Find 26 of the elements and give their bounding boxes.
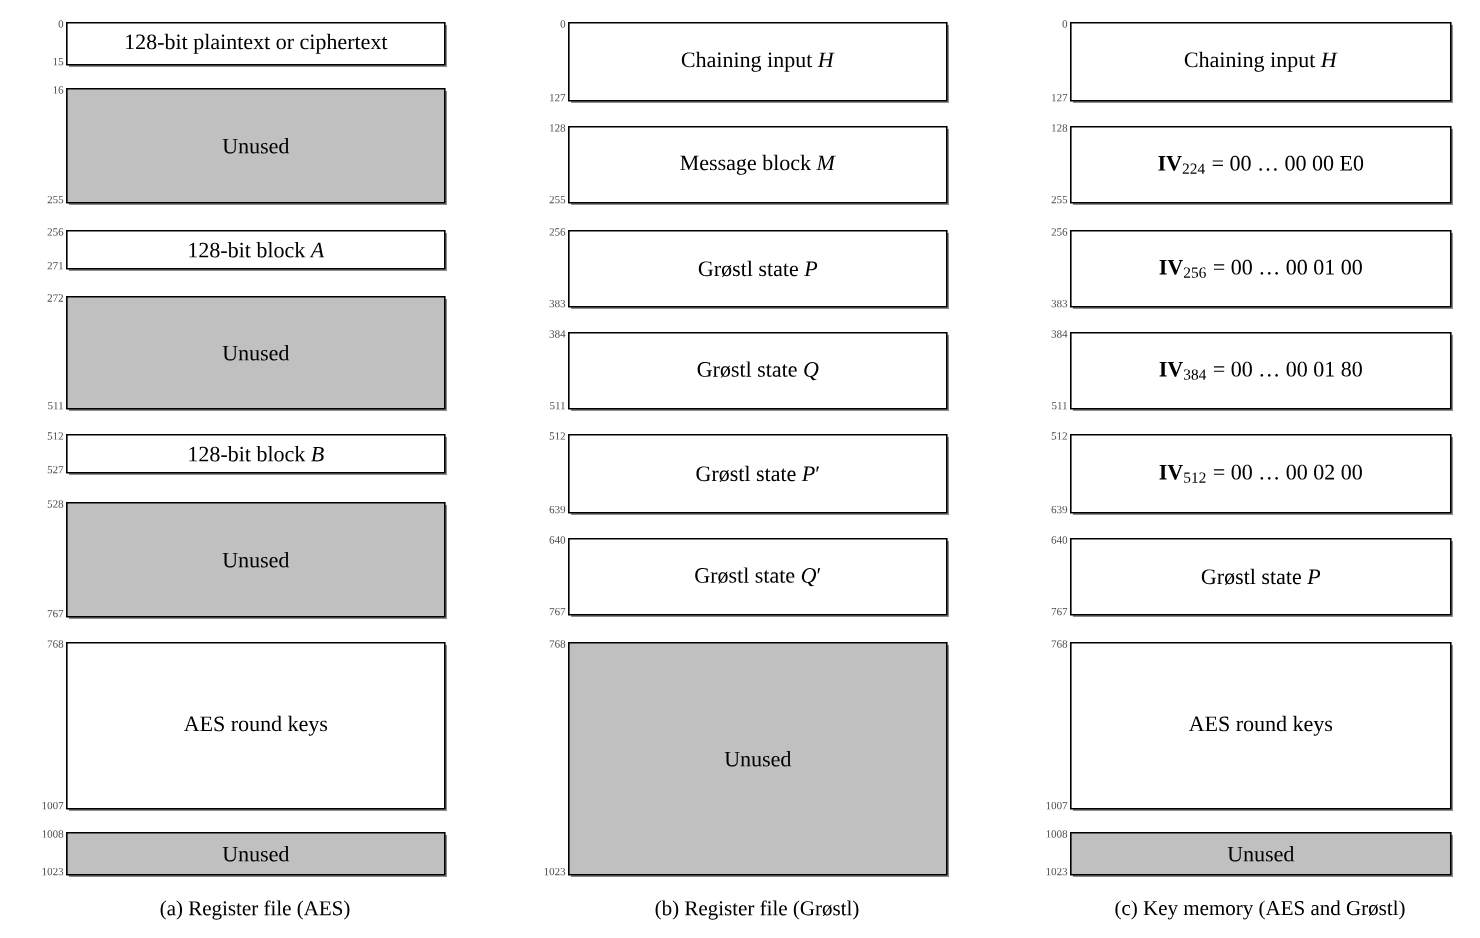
- memory-block: Grøstl state Q: [568, 332, 949, 411]
- caption: (b) Register file (Grøstl): [655, 900, 859, 920]
- memory-block: IV$_{384}$ = 00 … 00 01 80: [1070, 332, 1453, 411]
- caption: (a) Register file (AES): [160, 900, 350, 920]
- memory-block: Chaining input H: [1070, 22, 1453, 103]
- caption: (c) Key memory (AES and Grøstl): [1115, 900, 1405, 920]
- memory-block: Unused: [66, 832, 447, 877]
- memory-block: Unused: [568, 642, 949, 877]
- memory-block: AES round keys: [66, 642, 447, 811]
- memory-block: 128-bit block B: [66, 434, 447, 475]
- memory-block: Chaining input H: [568, 22, 949, 103]
- memory-block: IV$_{512}$ = 00 … 00 02 00: [1070, 434, 1453, 515]
- memory-block: Grøstl state P′: [568, 434, 949, 515]
- memory-block: Unused: [66, 296, 447, 411]
- memory-block: 128-bit plaintext or ciphertext: [66, 22, 447, 67]
- memory-block: Unused: [1070, 832, 1453, 877]
- memory-block: Grøstl state P: [1070, 538, 1453, 617]
- memory-block: IV$_{224}$ = 00 … 00 00 E0: [1070, 126, 1453, 205]
- memory-block: Grøstl state P: [568, 230, 949, 309]
- memory-block: Grøstl state Q′: [568, 538, 949, 617]
- memory-block: AES round keys: [1070, 642, 1453, 811]
- memory-block: IV$_{256}$ = 00 … 00 01 00: [1070, 230, 1453, 309]
- memory-block: Message block M: [568, 126, 949, 205]
- memory-block: Unused: [66, 88, 447, 205]
- memory-block: Unused: [66, 502, 447, 619]
- memory-block: 128-bit block A: [66, 230, 447, 271]
